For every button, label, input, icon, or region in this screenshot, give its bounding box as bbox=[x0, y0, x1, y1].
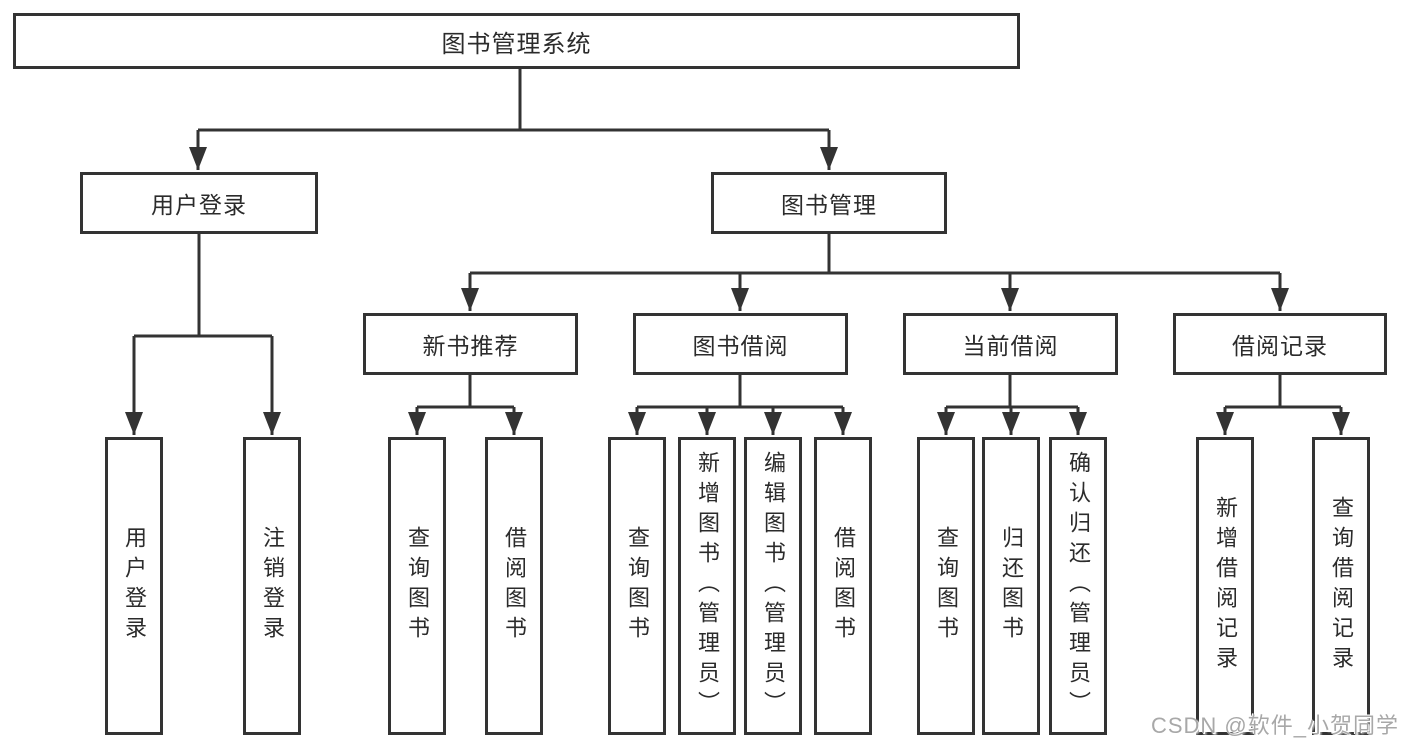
connector-book-borrow bbox=[628, 375, 852, 435]
leaf-current-return: 归还图书 bbox=[982, 437, 1040, 735]
leaf-current-query: 查询图书 bbox=[917, 437, 975, 735]
leaf-user-login: 用户登录 bbox=[105, 437, 163, 735]
leaf-borrow-edit-admin-label: 编辑图书（管理员） bbox=[761, 451, 786, 721]
leaf-newbook-borrow: 借阅图书 bbox=[485, 437, 543, 735]
node-root-label: 图书管理系统 bbox=[441, 30, 592, 58]
leaf-borrow-borrow: 借阅图书 bbox=[814, 437, 872, 735]
connector-new-book bbox=[408, 375, 523, 435]
leaf-newbook-query-label: 查询图书 bbox=[405, 526, 430, 646]
node-book-borrow: 图书借阅 bbox=[633, 313, 848, 375]
leaf-record-add-label: 新增借阅记录 bbox=[1213, 496, 1238, 676]
leaf-newbook-borrow-label: 借阅图书 bbox=[502, 526, 527, 646]
leaf-record-query-label: 查询借阅记录 bbox=[1329, 496, 1354, 676]
leaf-logout: 注销登录 bbox=[243, 437, 301, 735]
connector-user-login bbox=[125, 234, 281, 435]
leaf-borrow-add-admin-label: 新增图书（管理员） bbox=[695, 451, 720, 721]
node-new-book-rec: 新书推荐 bbox=[363, 313, 578, 375]
node-user-login: 用户登录 bbox=[80, 172, 318, 234]
connector-book-mgmt bbox=[461, 234, 1289, 311]
leaf-borrow-add-admin: 新增图书（管理员） bbox=[678, 437, 736, 735]
node-current-borrow: 当前借阅 bbox=[903, 313, 1118, 375]
node-borrow-record-label: 借阅记录 bbox=[1232, 333, 1328, 359]
leaf-user-login-label: 用户登录 bbox=[122, 526, 147, 646]
watermark: CSDN @软件_小贺同学 bbox=[1150, 713, 1399, 738]
leaf-current-return-label: 归还图书 bbox=[999, 526, 1024, 646]
connector-current-borrow bbox=[937, 375, 1087, 435]
leaf-borrow-query-label: 查询图书 bbox=[625, 526, 650, 646]
node-current-borrow-label: 当前借阅 bbox=[962, 333, 1059, 359]
node-borrow-record: 借阅记录 bbox=[1173, 313, 1387, 375]
node-book-mgmt: 图书管理 bbox=[711, 172, 947, 234]
leaf-borrow-query: 查询图书 bbox=[608, 437, 666, 735]
node-book-mgmt-label: 图书管理 bbox=[781, 192, 877, 218]
node-user-login-label: 用户登录 bbox=[151, 192, 247, 218]
leaf-newbook-query: 查询图书 bbox=[388, 437, 446, 735]
node-new-book-rec-label: 新书推荐 bbox=[422, 333, 519, 359]
leaf-borrow-edit-admin: 编辑图书（管理员） bbox=[744, 437, 802, 735]
leaf-record-query: 查询借阅记录 bbox=[1312, 437, 1370, 735]
node-book-borrow-label: 图书借阅 bbox=[692, 333, 789, 359]
leaf-borrow-borrow-label: 借阅图书 bbox=[831, 526, 856, 646]
connector-borrow-record bbox=[1216, 375, 1350, 435]
connector-root bbox=[189, 69, 838, 170]
leaf-current-confirm-admin-label: 确认归还（管理员） bbox=[1066, 451, 1091, 721]
leaf-current-query-label: 查询图书 bbox=[934, 526, 959, 646]
node-root: 图书管理系统 bbox=[13, 13, 1020, 69]
leaf-record-add: 新增借阅记录 bbox=[1196, 437, 1254, 735]
leaf-current-confirm-admin: 确认归还（管理员） bbox=[1049, 437, 1107, 735]
leaf-logout-label: 注销登录 bbox=[260, 526, 285, 646]
